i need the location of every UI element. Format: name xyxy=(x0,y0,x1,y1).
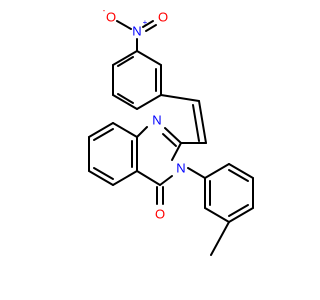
charge-minus: - xyxy=(103,6,106,15)
nitro-group xyxy=(116,20,157,52)
bond xyxy=(171,142,182,161)
bond xyxy=(88,170,114,186)
bond xyxy=(198,100,207,144)
bond xyxy=(136,50,162,66)
molecule-diagram: N + O - O N N O xyxy=(88,6,254,256)
atom-labels: N + O - O N N O xyxy=(103,6,186,222)
atom-n-nitro: N xyxy=(132,24,141,39)
double-bond xyxy=(117,56,134,67)
vinyl-linker xyxy=(160,94,207,144)
bond xyxy=(136,170,161,186)
bond xyxy=(187,167,206,179)
atom-o-nitro: O xyxy=(158,10,168,25)
double-bond xyxy=(228,204,249,217)
double-bond xyxy=(93,167,114,180)
bond xyxy=(204,163,230,179)
bond xyxy=(136,94,162,110)
double-bond xyxy=(142,20,154,28)
charge-plus: + xyxy=(143,18,148,27)
atom-o-carbonyl: O xyxy=(155,207,165,222)
bond xyxy=(88,122,114,138)
double-bond xyxy=(192,104,200,142)
atom-n3: N xyxy=(176,161,185,176)
double-bond xyxy=(228,169,249,182)
pyrimidinone-ring xyxy=(136,126,182,205)
methyl-bond xyxy=(210,221,230,256)
molecule-structure: N + O - O N N O xyxy=(88,6,254,256)
bond xyxy=(116,20,132,30)
atom-n1: N xyxy=(152,113,161,128)
bond xyxy=(204,207,230,223)
atom-o-nitro-minus: O xyxy=(106,10,116,25)
benzo-ring xyxy=(88,122,138,186)
double-bond xyxy=(117,93,134,104)
nitrophenyl-ring xyxy=(112,50,162,110)
bond xyxy=(112,170,138,186)
double-bond xyxy=(93,128,114,141)
bond xyxy=(136,126,148,138)
tolyl-ring xyxy=(187,163,254,256)
bond xyxy=(159,175,173,186)
double-bond xyxy=(145,24,157,32)
double-bond xyxy=(162,133,177,147)
bond xyxy=(164,127,182,144)
bond xyxy=(228,163,254,179)
bond xyxy=(228,207,254,223)
bond xyxy=(112,122,138,138)
bond xyxy=(112,94,138,110)
bond xyxy=(112,50,138,66)
bond xyxy=(160,94,200,102)
